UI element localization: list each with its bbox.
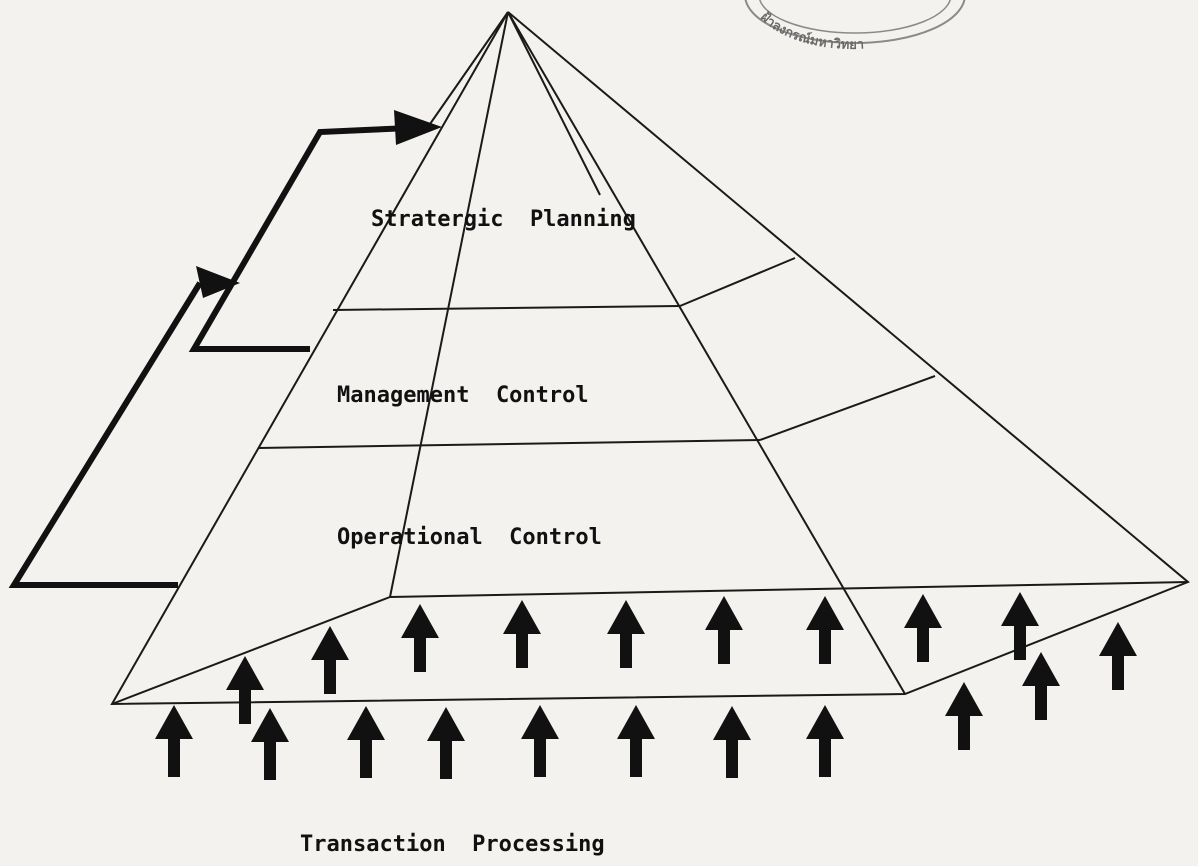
- up-arrow: [427, 707, 465, 779]
- up-arrow: [1099, 622, 1137, 690]
- pyramid-dividers: [257, 11, 936, 598]
- pyramid-outline: [110, 11, 1190, 706]
- up-arrow: [617, 705, 655, 777]
- up-arrow: [401, 604, 439, 672]
- stamp-text: ฝ้าลงกรณ์มหาวิทยา: [757, 9, 864, 53]
- base-label-transaction-processing: Transaction Processing: [300, 832, 605, 857]
- outer-feedback-line: [8, 281, 203, 588]
- outer-feedback-arrowhead: [196, 266, 240, 298]
- institution-stamp: ฝ้าลงกรณ์มหาวิทยา: [744, 0, 966, 53]
- up-arrow: [806, 596, 844, 664]
- up-arrow: [226, 656, 264, 724]
- up-arrow: [311, 626, 349, 694]
- level-label-strategic-planning: Stratergic Planning: [371, 207, 636, 232]
- up-arrow: [713, 706, 751, 778]
- inner-feedback-arrowhead: [394, 110, 442, 145]
- svg-text:ฝ้าลงกรณ์มหาวิทยา: ฝ้าลงกรณ์มหาวิทยา: [757, 9, 864, 53]
- feedback-flow-arrows: [8, 110, 442, 588]
- up-arrow: [607, 600, 645, 668]
- up-arrow: [503, 600, 541, 668]
- up-arrow: [155, 705, 193, 777]
- up-arrow: [1001, 592, 1039, 660]
- up-arrow: [705, 596, 743, 664]
- level-label-operational-control: Operational Control: [337, 525, 602, 550]
- up-arrow: [806, 705, 844, 777]
- up-arrow: [945, 682, 983, 750]
- up-arrow: [904, 594, 942, 662]
- up-arrow: [521, 705, 559, 777]
- level-label-management-control: Management Control: [337, 383, 589, 408]
- up-arrow: [347, 706, 385, 778]
- up-arrow: [251, 708, 289, 780]
- inner-feedback-line: [188, 125, 411, 352]
- up-arrow: [1022, 652, 1060, 720]
- transaction-arrows: [155, 592, 1137, 780]
